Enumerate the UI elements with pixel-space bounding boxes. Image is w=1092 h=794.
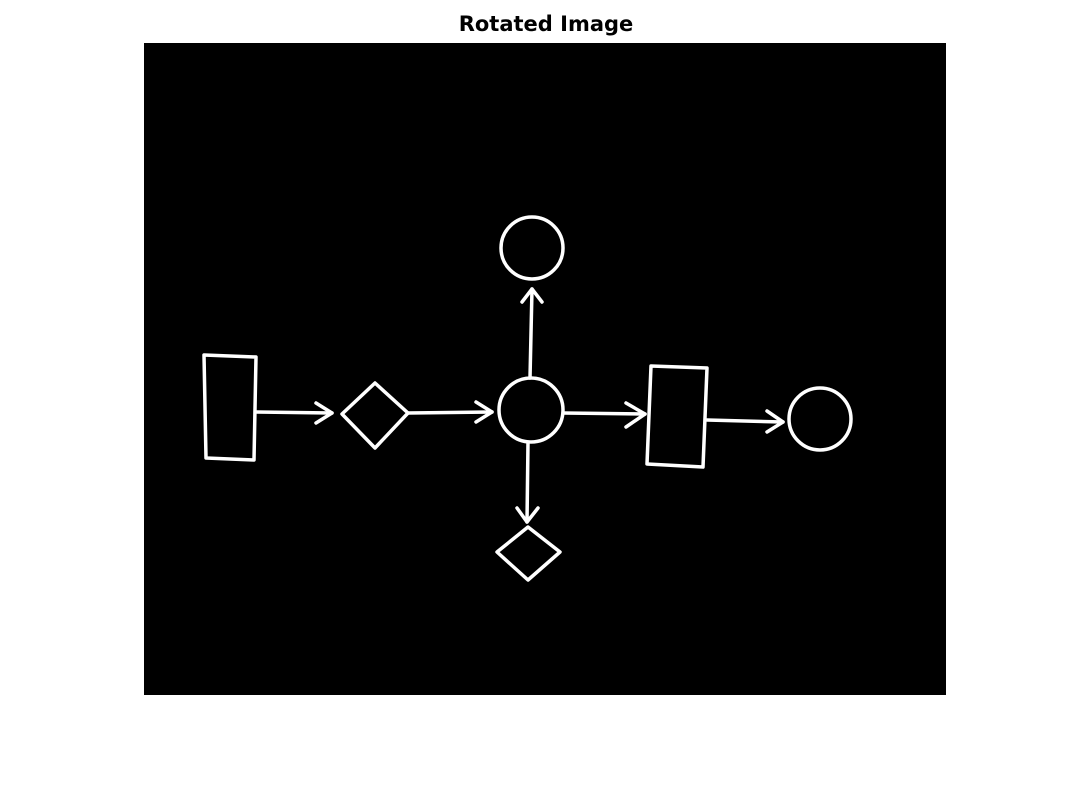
circle-top-node bbox=[499, 215, 565, 281]
arrow-circle-to-right-rect bbox=[561, 401, 647, 429]
figure-title: Rotated Image bbox=[458, 12, 634, 36]
arrow-rect-to-diamond bbox=[254, 401, 334, 425]
diamond-bottom-node bbox=[495, 525, 562, 582]
rect-left-node bbox=[202, 353, 258, 462]
diamond-left-node bbox=[340, 381, 410, 450]
circle-center-node bbox=[497, 376, 565, 444]
arrow-diamond-to-circle bbox=[406, 400, 494, 424]
arrow-rect-to-right-circle bbox=[705, 409, 785, 434]
image-panel bbox=[144, 43, 946, 695]
arrow-circle-to-bottom-diamond bbox=[515, 440, 540, 524]
rect-right-node bbox=[645, 364, 709, 469]
circle-right-node bbox=[787, 386, 853, 452]
arrow-circle-to-top-circle bbox=[520, 287, 544, 380]
flowchart-sketch bbox=[202, 215, 853, 582]
